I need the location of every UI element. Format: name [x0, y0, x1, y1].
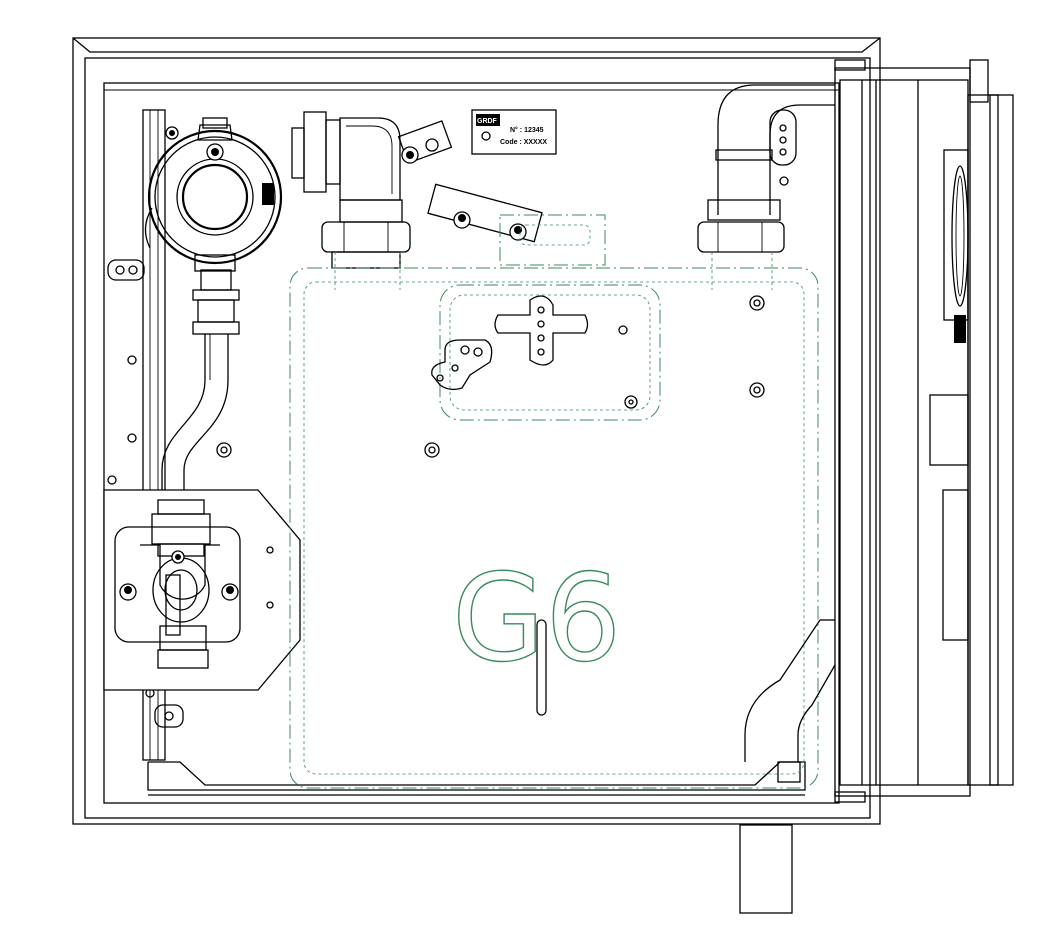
bottom-rail	[147, 761, 806, 796]
id-plate-number: N° : 12345	[510, 126, 544, 134]
cabinet-door	[834, 59, 1014, 803]
id-plate: GRDF N° : 12345 Code : XXXXX	[471, 109, 557, 155]
id-plate-code: Code : XXXXX	[500, 139, 547, 146]
meter-index-plate	[431, 295, 589, 391]
cabinet-frame	[72, 37, 881, 825]
ball-valve	[151, 499, 211, 669]
regulator-outlet-union	[192, 269, 240, 335]
pressure-regulator	[144, 117, 283, 272]
center-slot	[536, 619, 547, 716]
meter-inlet-elbow	[291, 111, 453, 269]
cabinet-foot	[739, 824, 793, 914]
meter-strap	[427, 183, 543, 243]
bottom-outlet-pipe	[744, 619, 836, 762]
flexible-hose	[161, 334, 229, 500]
inlet-valve-bracket	[103, 489, 301, 691]
meter-outlet-pipe	[697, 84, 835, 253]
gas-meter-outline	[289, 214, 819, 789]
id-plate-brand: GRDF	[477, 118, 498, 125]
panel-fixing-holes	[216, 295, 765, 458]
